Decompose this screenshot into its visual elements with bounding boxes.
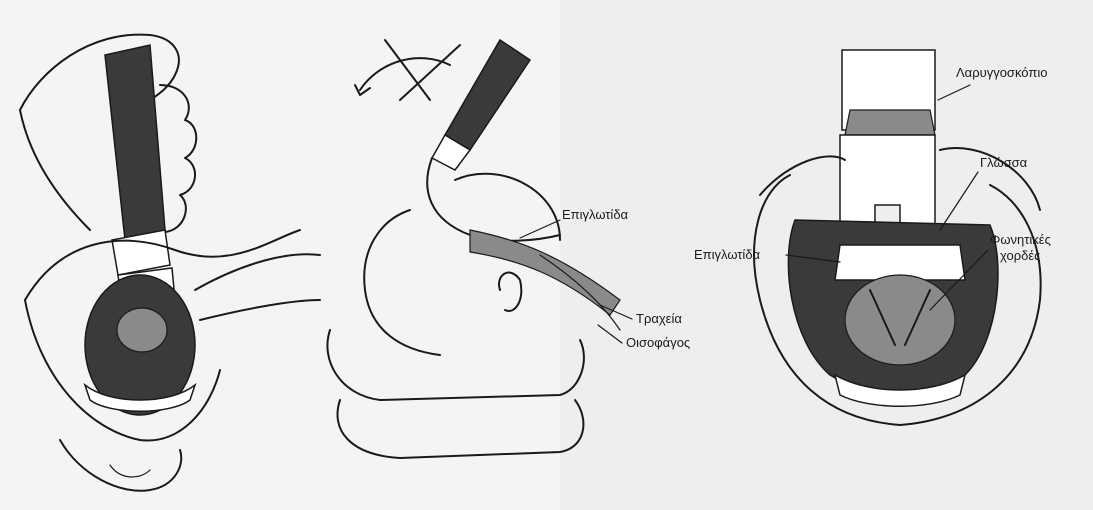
glottis-opening xyxy=(845,275,955,365)
label-epiglottis-center: Επιγλωτίδα xyxy=(562,207,629,222)
larynx-view xyxy=(117,308,167,352)
front-laryngoscope-band xyxy=(845,110,935,135)
label-trachea: Τραχεία xyxy=(636,311,682,326)
label-epiglottis-right: Επιγλωτίδα xyxy=(694,247,761,262)
label-vocal-cords-1: Φωνητικές xyxy=(990,232,1051,247)
label-laryngoscope: Λαρυγγοσκόπιο xyxy=(956,65,1047,80)
label-vocal-cords-2: χορδές xyxy=(1000,248,1040,263)
label-tongue: Γλώσσα xyxy=(980,155,1028,170)
label-esophagus: Οισοφάγος xyxy=(626,335,690,350)
